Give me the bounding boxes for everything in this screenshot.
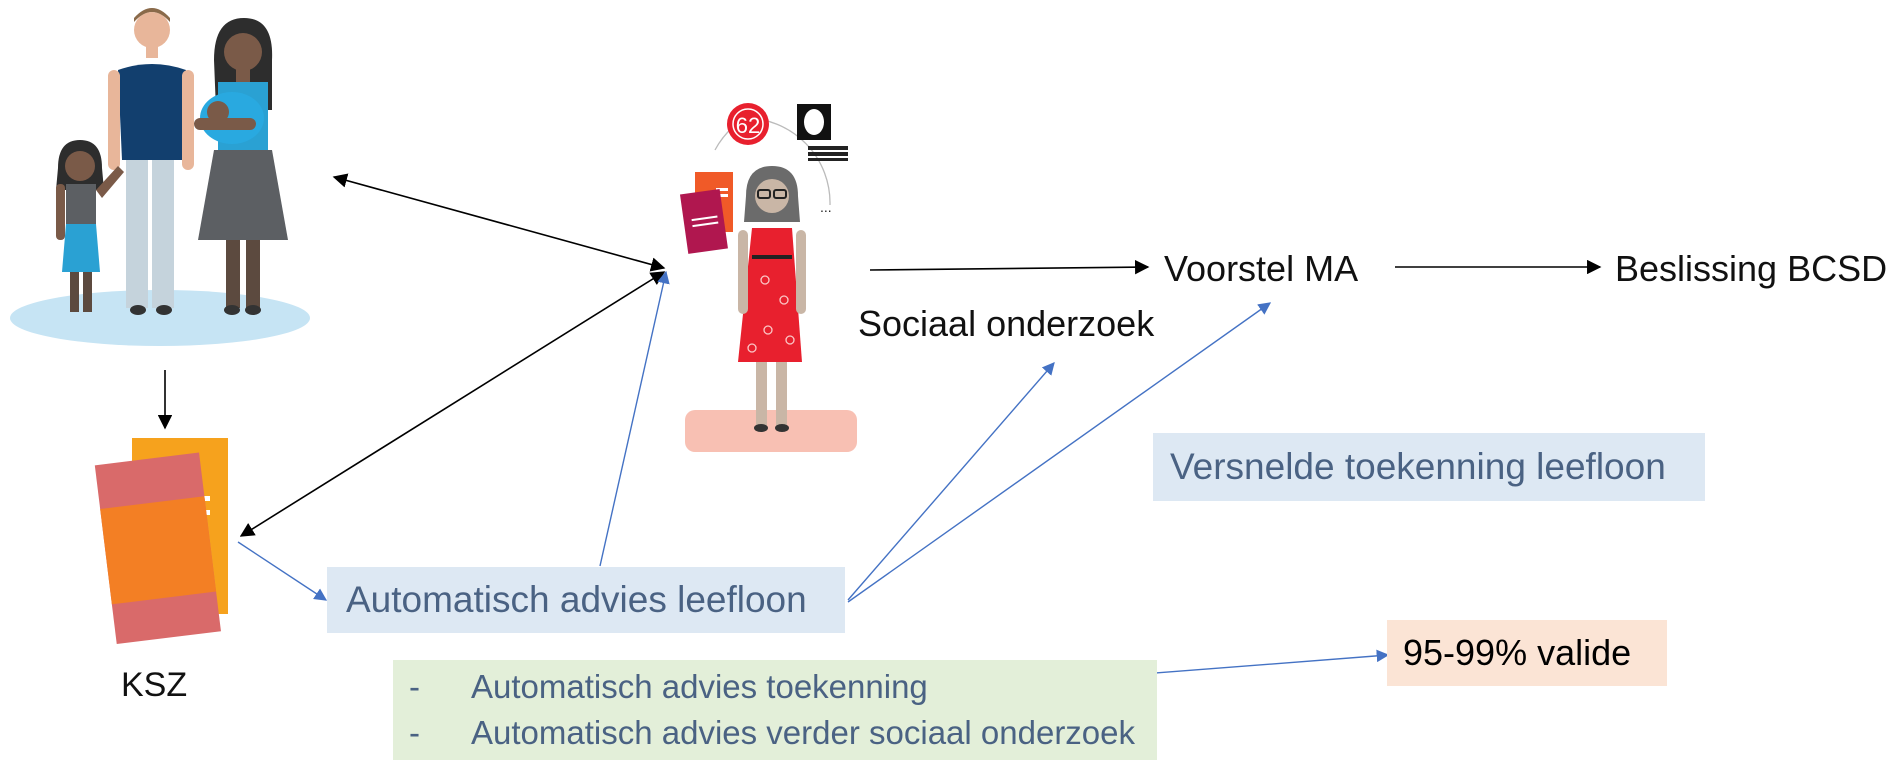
arrow-onderzoek-voorstel: [869, 259, 1150, 275]
bullet-item: - Automatisch advies toekenning: [393, 664, 1157, 710]
validity-label: 95-99% valide: [1403, 632, 1632, 673]
black-arrows: [157, 173, 1602, 537]
woman-worker-figure: [738, 166, 806, 432]
documents-icon: [679, 172, 733, 254]
arrow-ksz-worker: [239, 271, 666, 537]
arrow-ksz-advies: [237, 541, 328, 601]
id-photo-icon: [797, 104, 848, 161]
badge-number: 62: [736, 113, 760, 138]
beslissing-bcsd-label: Beslissing BCSD: [1615, 248, 1888, 289]
girl-figure: [56, 140, 124, 312]
bullet-text: Automatisch advies toekenning: [471, 668, 928, 705]
ellipsis-text: ...: [820, 199, 832, 215]
automatisch-advies-box: Automatisch advies leefloon: [327, 567, 845, 633]
woman-figure: [194, 18, 288, 315]
ksz-label: KSZ: [121, 666, 188, 704]
blue-arrows: [237, 270, 1390, 689]
advice-bullet-list: - Automatisch advies toekenning - Automa…: [393, 660, 1157, 760]
ksz-cards-icon: [94, 438, 228, 645]
man-figure: [108, 8, 194, 315]
arrow-advies-worker: [599, 270, 670, 567]
voorstel-ma-label: Voorstel MA: [1164, 248, 1359, 289]
automatisch-advies-label: Automatisch advies leefloon: [346, 579, 807, 620]
arrow-family-worker: [332, 173, 666, 272]
bullet-text: Automatisch advies verder sociaal onderz…: [471, 714, 1136, 751]
validity-box: 95-99% valide: [1387, 620, 1667, 686]
arrow-advies-voorstel: [847, 302, 1272, 603]
arrow-advies-onderzoek: [847, 362, 1055, 601]
social-worker-illustration: 62 ...: [679, 103, 857, 452]
family-illustration: [10, 8, 310, 346]
versnelde-toekenning-label: Versnelde toekenning leefloon: [1170, 446, 1666, 487]
bullet-item: - Automatisch advies verder sociaal onde…: [393, 710, 1157, 756]
bullet-dash: -: [409, 668, 420, 705]
bullet-dash: -: [409, 714, 420, 751]
versnelde-toekenning-box: Versnelde toekenning leefloon: [1153, 433, 1705, 501]
sociaal-onderzoek-label: Sociaal onderzoek: [858, 303, 1155, 344]
